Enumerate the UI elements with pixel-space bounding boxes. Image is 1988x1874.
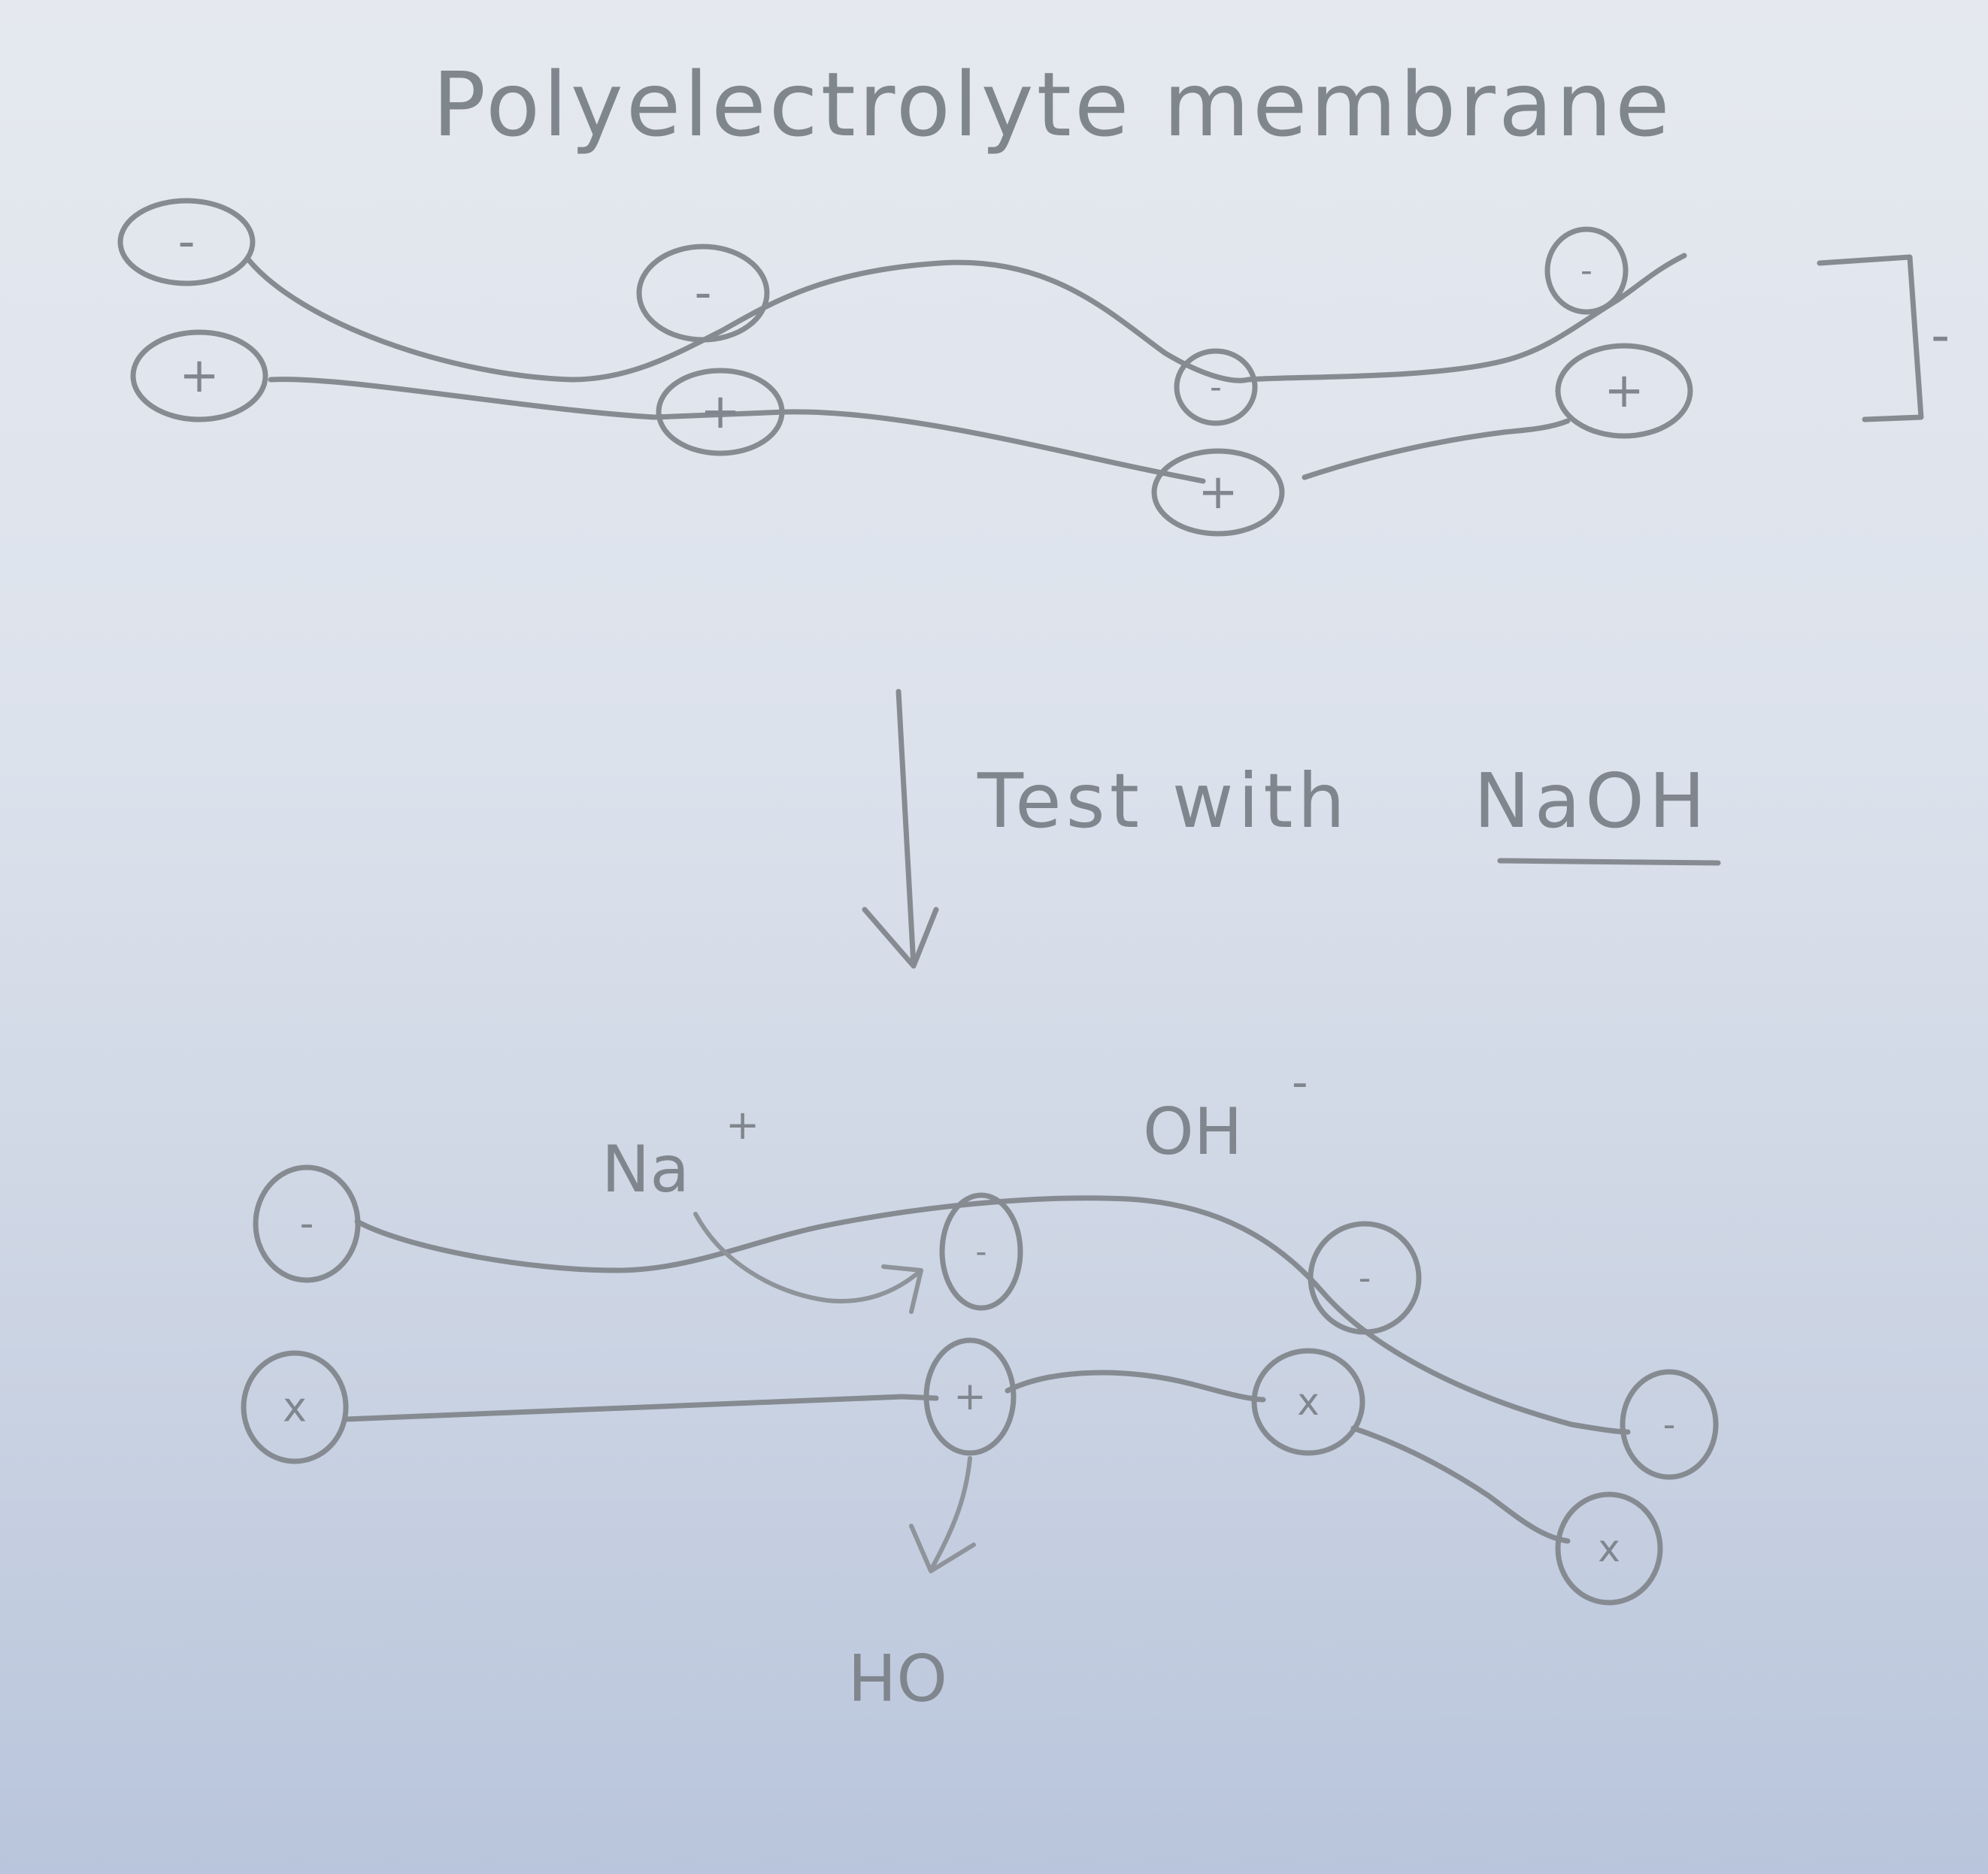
diagram-title: Polyelectrolyte membrane xyxy=(432,53,1673,156)
svg-text:x: x xyxy=(1297,1380,1320,1424)
svg-text:-: - xyxy=(1359,1258,1371,1298)
svg-text:-: - xyxy=(975,1234,986,1270)
top-negative-charge-4: - xyxy=(1544,226,1629,315)
top-membrane: - + - + - + - + - xyxy=(117,198,1950,537)
top-negative-charge-1: - xyxy=(117,198,256,286)
sodium-ion-label: Na + xyxy=(602,1101,759,1207)
svg-text:-: - xyxy=(694,265,711,321)
bottom-negative-charge-4: - xyxy=(1620,1369,1719,1480)
reagent-underline xyxy=(1497,858,1721,866)
svg-text:OH: OH xyxy=(848,1638,947,1713)
sodium-binding-arrow xyxy=(693,1212,923,1314)
svg-text:-: - xyxy=(177,214,195,270)
bottom-removed-charge-1: x xyxy=(241,1350,349,1464)
reaction-step: Test with NaOH xyxy=(862,689,1721,969)
released-hydroxide-label: OH xyxy=(848,1638,947,1713)
bottom-positive-charge-2: + xyxy=(923,1337,1017,1456)
reagent-label: NaOH xyxy=(1474,757,1710,845)
svg-text:x: x xyxy=(1598,1527,1620,1570)
top-anionic-chain xyxy=(245,253,1687,383)
svg-text:-: - xyxy=(300,1201,314,1246)
svg-text:OH: OH xyxy=(1143,1094,1242,1170)
bottom-removed-charge-3: x xyxy=(1251,1348,1365,1456)
svg-text:-: - xyxy=(1292,1056,1308,1109)
svg-text:-: - xyxy=(1210,368,1222,407)
bottom-removed-charge-4: x xyxy=(1555,1491,1663,1606)
svg-text:x: x xyxy=(283,1384,307,1431)
top-cationic-chain xyxy=(268,377,1571,484)
bottom-membrane: - x - + - x - x N xyxy=(241,1056,1719,1713)
top-positive-charge-3: + xyxy=(1151,448,1285,537)
svg-text:Na: Na xyxy=(602,1132,689,1207)
bracket-mark: - xyxy=(1931,304,1950,366)
svg-text:+: + xyxy=(953,1374,986,1419)
bottom-negative-charge-1: - xyxy=(253,1164,361,1283)
top-positive-charge-4: + xyxy=(1555,343,1693,439)
step-label: Test with xyxy=(977,757,1350,845)
svg-text:+: + xyxy=(726,1101,759,1149)
svg-text:+: + xyxy=(179,348,220,404)
top-negative-charge-2: - xyxy=(636,244,770,343)
bottom-anionic-chain xyxy=(354,1195,1631,1435)
svg-text:+: + xyxy=(1198,465,1238,520)
top-positive-charge-2: + xyxy=(656,368,785,456)
svg-text:-: - xyxy=(1663,1404,1676,1445)
hydroxide-ion-label: OH - xyxy=(1143,1056,1308,1170)
reaction-arrow xyxy=(862,689,939,969)
membrane-bracket xyxy=(1817,254,1924,422)
bottom-negative-charge-2: - xyxy=(939,1192,1023,1311)
top-positive-charge-1: + xyxy=(130,329,268,422)
hydroxide-release-arrow xyxy=(909,1456,976,1573)
bottom-negative-charge-3: - xyxy=(1308,1221,1422,1335)
svg-text:+: + xyxy=(700,384,741,440)
svg-text:+: + xyxy=(1604,363,1644,419)
svg-text:-: - xyxy=(1580,252,1593,290)
top-negative-charge-3: - xyxy=(1174,348,1258,426)
